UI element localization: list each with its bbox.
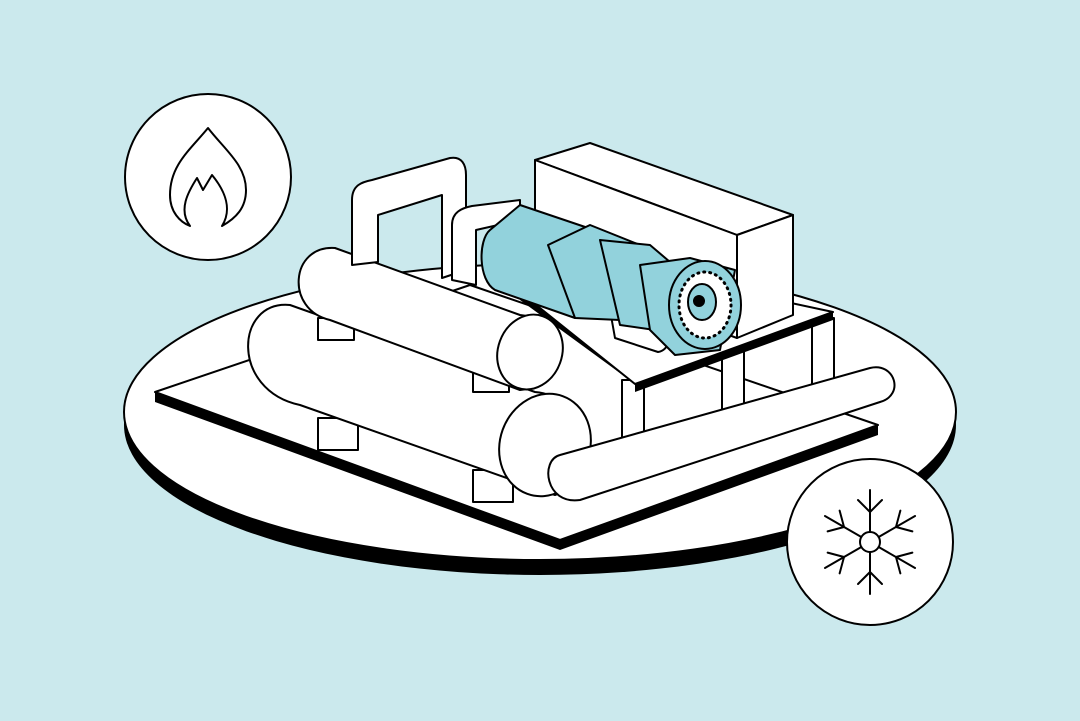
- snowflake-icon: [817, 489, 923, 595]
- flame-icon: [169, 127, 247, 227]
- upper-tank: [297, 246, 564, 393]
- compressor: [480, 204, 742, 356]
- snowflake-badge: [786, 458, 954, 626]
- flame-badge: [124, 93, 292, 261]
